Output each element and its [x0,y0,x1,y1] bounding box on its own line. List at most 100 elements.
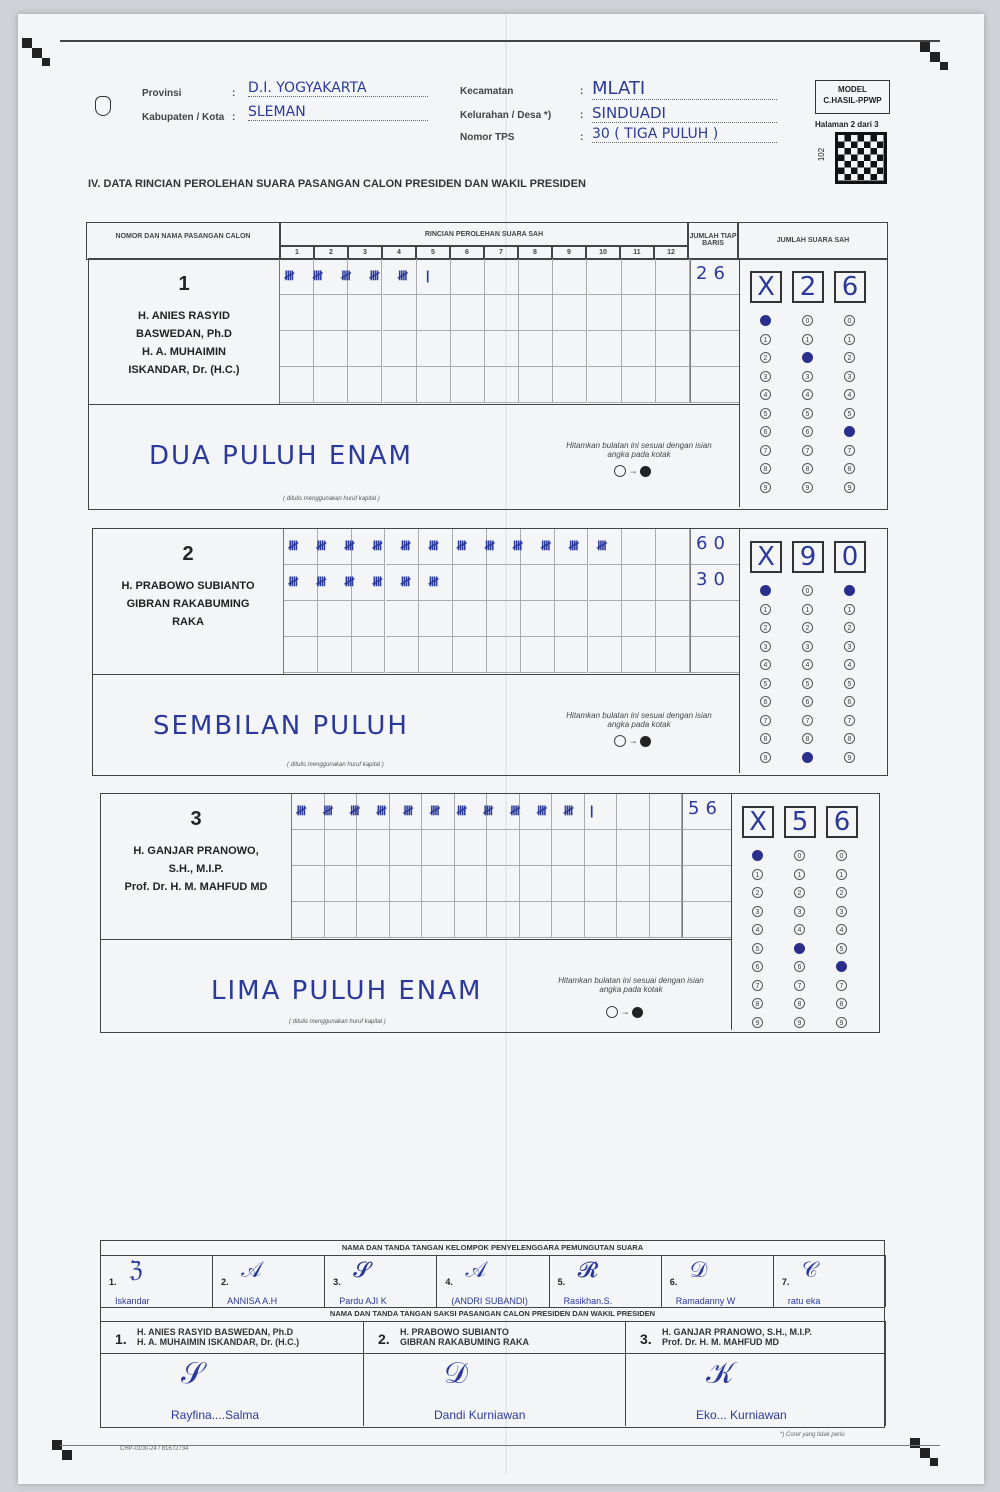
digit-bubble[interactable]: 4 [802,389,813,400]
digit-bubble[interactable]: 6 [836,961,847,972]
digit-bubble[interactable]: 0 [794,850,805,861]
digit-bubble[interactable]: 0 [836,850,847,861]
digit-bubble[interactable]: 8 [802,463,813,474]
digit-bubble[interactable]: 2 [802,352,813,363]
digit-bubble[interactable]: 9 [752,1016,763,1028]
digit-bubble[interactable]: 8 [844,733,855,744]
digit-bubble[interactable]: 4 [844,389,855,400]
digit-bubble[interactable]: 9 [802,481,813,493]
digit-bubble[interactable]: 0 [802,585,813,596]
digit-bubble[interactable]: 6 [760,696,771,707]
digit-bubble[interactable]: 6 [802,426,813,437]
digit-bubble[interactable]: 8 [844,463,855,474]
digit-bubble[interactable]: 5 [844,677,855,689]
digit-bubble[interactable]: 4 [794,924,805,935]
digit-bubble[interactable]: 4 [802,659,813,670]
digit-bubble[interactable]: 8 [802,733,813,744]
digit-bubble[interactable]: 2 [836,887,847,898]
digit-bubble[interactable]: 1 [836,868,847,880]
digit-bubble[interactable]: 7 [844,714,855,726]
digit-bubble[interactable]: 3 [760,370,771,382]
digit-bubble[interactable]: 7 [760,444,771,456]
digit-bubble[interactable]: 2 [760,352,771,363]
digit-bubble[interactable]: 7 [802,714,813,726]
digit-bubble[interactable]: 9 [802,751,813,763]
digit-bubble[interactable]: 1 [802,333,813,345]
kpps-number: 7. [781,1277,790,1287]
tally-cell [519,295,554,331]
digit-bubble[interactable]: 3 [794,905,805,917]
digit-bubble[interactable]: 7 [844,444,855,456]
digit-bubble[interactable]: 1 [802,603,813,615]
digit-bubble[interactable]: 7 [802,444,813,456]
digit-bubble[interactable]: 0 [844,315,855,326]
digit-bubble[interactable]: 5 [752,942,763,954]
digit-bubble[interactable]: 1 [844,603,855,615]
digit-bubble[interactable]: 7 [836,979,847,991]
digit-bubble[interactable]: 5 [836,942,847,954]
digit-bubble[interactable]: 6 [802,696,813,707]
digit-bubble[interactable]: 0 [752,850,763,861]
digit-bubble[interactable]: 6 [844,696,855,707]
digit-bubble[interactable]: 6 [760,426,771,437]
digit-bubble[interactable]: 8 [760,733,771,744]
digit-bubble[interactable]: 4 [760,659,771,670]
tally-cell [351,565,386,601]
digit-bubble[interactable]: 2 [794,887,805,898]
digit-bubble[interactable]: 8 [794,998,805,1009]
digit-bubble[interactable]: 9 [844,481,855,493]
digit-bubble[interactable]: 5 [794,942,805,954]
digit-bubble[interactable]: 3 [802,370,813,382]
digit-bubble[interactable]: 5 [760,407,771,419]
digit-bubble[interactable]: 3 [844,370,855,382]
digit-bubble[interactable]: 2 [802,622,813,633]
digit-bubble[interactable]: 0 [760,585,771,596]
digit-bubble[interactable]: 9 [760,481,771,493]
digit-bubble[interactable]: 7 [794,979,805,991]
digit-bubble[interactable]: 0 [844,585,855,596]
digit-bubble[interactable]: 9 [844,751,855,763]
digit-bubble[interactable]: 5 [760,677,771,689]
digit-bubble[interactable]: 4 [752,924,763,935]
digit-bubble[interactable]: 1 [794,868,805,880]
digit-bubble[interactable]: 8 [760,463,771,474]
digit-bubble[interactable]: 2 [844,352,855,363]
digit-bubble[interactable]: 1 [844,333,855,345]
digit-bubble[interactable]: 8 [836,998,847,1009]
digit-bubble[interactable]: 5 [802,677,813,689]
digit-bubble[interactable]: 6 [752,961,763,972]
digit-bubble[interactable]: 2 [752,887,763,898]
tally-cell [284,529,318,565]
digit-bubble[interactable]: 3 [802,640,813,652]
digit-bubble[interactable]: 3 [760,640,771,652]
digit-bubble[interactable]: 4 [760,389,771,400]
digit-bubble[interactable]: 5 [802,407,813,419]
digit-bubble[interactable]: 3 [844,640,855,652]
kpps-number: 6. [669,1277,678,1287]
digit-bubble[interactable]: 6 [794,961,805,972]
digit-bubble[interactable]: 9 [794,1016,805,1028]
digit-bubble[interactable]: 0 [760,315,771,326]
digit-bubble[interactable]: 4 [844,659,855,670]
digit-bubble[interactable]: 6 [844,426,855,437]
digit-bubble[interactable]: 3 [836,905,847,917]
digit-bubble[interactable]: 2 [760,622,771,633]
provinsi-label: Provinsi [142,88,182,99]
digit-bubble[interactable]: 3 [752,905,763,917]
candidate-name-line: H. A. MUHAIMIN [142,346,226,358]
tally-cell [422,794,455,830]
digit-bubble[interactable]: 9 [760,751,771,763]
digit-bubble[interactable]: 1 [752,868,763,880]
digit-bubble[interactable]: 8 [752,998,763,1009]
digit-bubble[interactable]: 0 [802,315,813,326]
tally-cell [520,601,555,637]
digit-bubble[interactable]: 4 [836,924,847,935]
digit-bubble[interactable]: 7 [760,714,771,726]
digit-bubble[interactable]: 2 [844,622,855,633]
digit-bubble[interactable]: 9 [836,1016,847,1028]
digit-bubble[interactable]: 1 [760,603,771,615]
amount-in-words: SEMBILAN PULUH [153,711,409,741]
digit-bubble[interactable]: 1 [760,333,771,345]
digit-bubble[interactable]: 5 [844,407,855,419]
digit-bubble[interactable]: 7 [752,979,763,991]
